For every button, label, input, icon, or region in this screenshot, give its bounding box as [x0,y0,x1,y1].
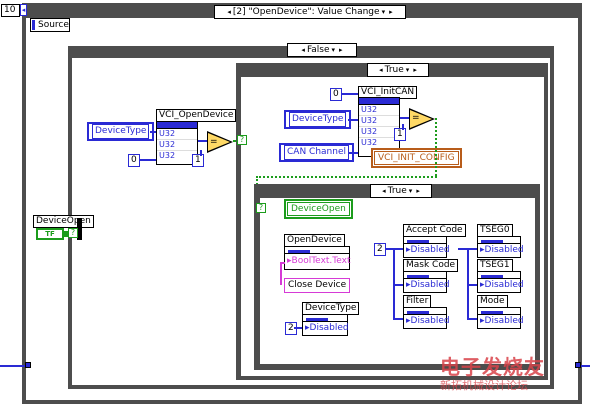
case-inner2-next-icon[interactable]: ▸ [416,187,420,195]
wire-group-6 [467,318,478,320]
wire-group-const [385,248,394,250]
device-open-local-label: DeviceOpen [287,202,350,216]
event-selector-label: [2] "OpenDevice": Value Change [232,7,380,17]
device-open-terminal-label: DeviceOpen [33,215,94,228]
case-inner1-selector-terminal-inner: ? [237,135,247,145]
open-device-property: ▸BoolText.Text [287,256,351,266]
case-inner1-prev-icon[interactable]: ◂ [379,66,383,74]
watermark-primary: 电子发烧友 [440,355,545,379]
tseg1-property: Disabled [484,280,524,290]
tseg0-property: Disabled [484,245,524,255]
wire-can-channel [348,152,358,154]
case-inner2-dropdown-icon[interactable]: ▾ [408,187,413,195]
accept-code-node[interactable]: ▸Disabled [403,236,450,258]
case-inner1-selector[interactable]: ◂True▾▸ [367,63,429,77]
wire-group-3 [393,318,404,320]
event-data-source-label: Source [38,20,69,30]
watermark: 电子发烧友 新拓机械设计论坛 [440,355,590,410]
wire-open-devicetype [150,131,158,133]
tseg0-node[interactable]: ▸Disabled [477,236,524,258]
wire-init-bool-horizontal [256,176,437,178]
device-open-terminal[interactable]: TF [36,228,64,240]
case-inner2-prev-icon[interactable]: ◂ [382,187,386,195]
case-outer-selector[interactable]: ◂False▾▸ [287,43,357,57]
tseg1-node[interactable]: ▸Disabled [477,271,524,293]
loop-index: 10 [1,4,20,17]
filter-property: Disabled [410,316,450,326]
device-type-property-node[interactable]: ▸Disabled [302,314,349,336]
wire-group-1 [393,248,404,250]
init-compare-const[interactable]: 1 [394,128,406,141]
device-open-terminal-type: TF [45,230,55,238]
device-open-local[interactable]: DeviceOpen [284,199,353,219]
increment-arrow-icon[interactable]: ▸ [389,8,393,16]
filter-node[interactable]: ▸Disabled [403,307,450,329]
can-channel-control[interactable]: CAN Channel [278,142,355,163]
dropdown-arrow-icon[interactable]: ▾ [381,8,386,16]
decrement-arrow-icon[interactable]: ◂ [227,8,231,16]
device-open-terminal-frame-decoration [77,218,82,240]
case-inner2-label: True [387,186,407,196]
property-group-const[interactable]: 2 [374,243,386,256]
wire-init-compare-const [402,124,404,130]
wire-init-const [342,93,358,95]
wire-init-bool-out [435,118,437,176]
case-outer-next-icon[interactable]: ▸ [339,46,343,54]
watermark-secondary: 新拓机械设计论坛 [440,379,528,392]
case-inner2-selector-terminal: ? [256,203,266,213]
left-tunnel [25,362,31,368]
right-tunnel [575,362,581,368]
init-can-const[interactable]: 0 [330,88,342,101]
event-data-handle [32,20,35,30]
case-outer-dropdown-icon[interactable]: ▾ [331,46,336,54]
wire-group-2 [393,284,404,286]
mode-node[interactable]: ▸Disabled [477,307,524,329]
init-config-label: VCI_INIT_CONFIG [374,151,459,165]
open-device-node-ref [285,247,349,254]
mask-code-property: Disabled [410,280,450,290]
init-compare-equal-sign: = [412,113,420,123]
wire-group-4 [467,248,478,250]
case-outer-label: False [306,45,330,55]
accept-code-property: Disabled [410,245,450,255]
case-inner1-next-icon[interactable]: ▸ [413,66,417,74]
open-compare-const[interactable]: 1 [192,154,204,167]
case-inner1-label: True [384,65,404,75]
wire-device-type-const [294,327,302,329]
wire-close-device [280,262,282,285]
wire-init-devicetype [348,119,358,121]
wire-close-device-h [280,262,285,264]
close-device-const[interactable]: Close Device [284,278,351,293]
open-device-node[interactable]: U32 U32 U32 [156,121,198,165]
case-outer-prev-icon[interactable]: ◂ [301,46,305,54]
event-selector[interactable]: ◂[2] "OpenDevice": Value Change▾▸ [214,5,406,19]
wire-init-to-compare [400,117,410,119]
open-device-property-node[interactable]: ▸BoolText.Text [284,246,350,270]
wire-group-link [458,248,468,250]
wire-open-const [140,159,156,161]
wire-group-5 [467,284,478,286]
compare-equal-inner [208,133,230,151]
init-config-cluster[interactable]: VCI_INIT_CONFIG [371,148,462,168]
init-can-devicetype-control[interactable]: DeviceType [282,109,353,130]
open-device-const[interactable]: 0 [128,154,140,167]
init-can-node[interactable]: U32 U32 U32 U32 [358,97,400,157]
mask-code-node[interactable]: ▸Disabled [403,271,450,293]
open-device-type-control[interactable]: DeviceType [85,121,156,142]
wire-open-compare-const [200,150,202,156]
mode-property: Disabled [484,316,524,326]
compare-equal-sign: = [210,137,218,147]
event-data-node: Source [30,18,70,32]
left-wire [0,365,26,367]
case-outer-selector-terminal: ? [68,228,78,238]
device-type-node-ref [303,315,347,322]
init-compare-equal-inner [410,110,432,128]
device-type-property: ▸Disabled [305,323,349,333]
case-inner2-selector[interactable]: ◂True▾▸ [370,184,432,198]
case-inner1-dropdown-icon[interactable]: ▾ [405,66,410,74]
wire-open-to-compare [198,140,208,142]
right-wire [578,365,590,367]
index-arrow-icon: ◂ [20,4,27,16]
